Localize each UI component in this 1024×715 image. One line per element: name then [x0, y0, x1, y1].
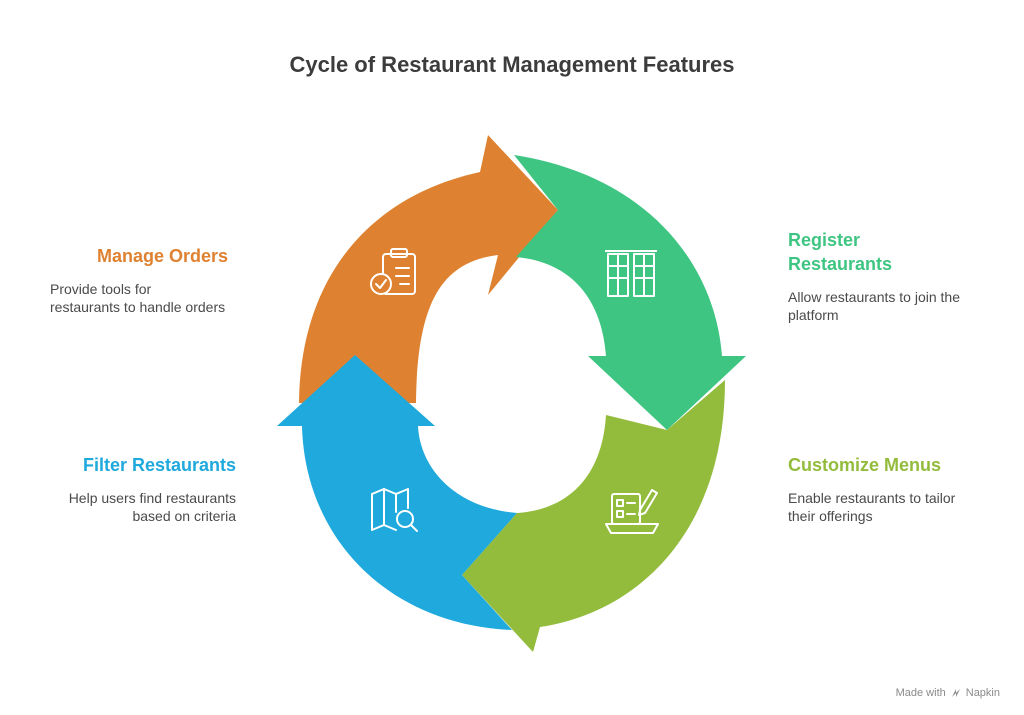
building-windows-icon	[605, 250, 657, 297]
step-filter-restaurants: Filter Restaurants Help users find resta…	[36, 453, 236, 525]
step-manage-orders: Manage Orders Provide tools for restaura…	[50, 244, 280, 316]
footer-credit: Made with Napkin	[895, 687, 1000, 699]
map-search-icon	[371, 488, 418, 532]
step-description: Provide tools for restaurants to handle …	[50, 281, 226, 315]
step-description: Allow restaurants to join the platform	[788, 289, 960, 323]
segment-filter-restaurants	[277, 355, 517, 630]
segment-customize-menus	[462, 380, 725, 652]
step-title: Filter Restaurants	[82, 455, 236, 475]
step-title: Manage Orders	[97, 246, 229, 266]
clipboard-check-icon	[370, 248, 416, 295]
step-description: Enable restaurants to tailor their offer…	[788, 490, 956, 524]
step-description: Help users find restaurants based on cri…	[68, 490, 236, 524]
segment-register-restaurants	[514, 155, 746, 430]
step-title: Customize Menus	[788, 455, 942, 475]
segment-manage-orders	[299, 135, 558, 403]
page-title: Cycle of Restaurant Management Features	[289, 52, 735, 77]
step-title: Register Restaurants	[788, 230, 893, 274]
step-register-restaurants: Register Restaurants Allow restaurants t…	[788, 228, 988, 324]
napkin-logo-icon	[951, 689, 960, 697]
menu-edit-icon	[605, 489, 659, 534]
step-customize-menus: Customize Menus Enable restaurants to ta…	[788, 453, 988, 525]
